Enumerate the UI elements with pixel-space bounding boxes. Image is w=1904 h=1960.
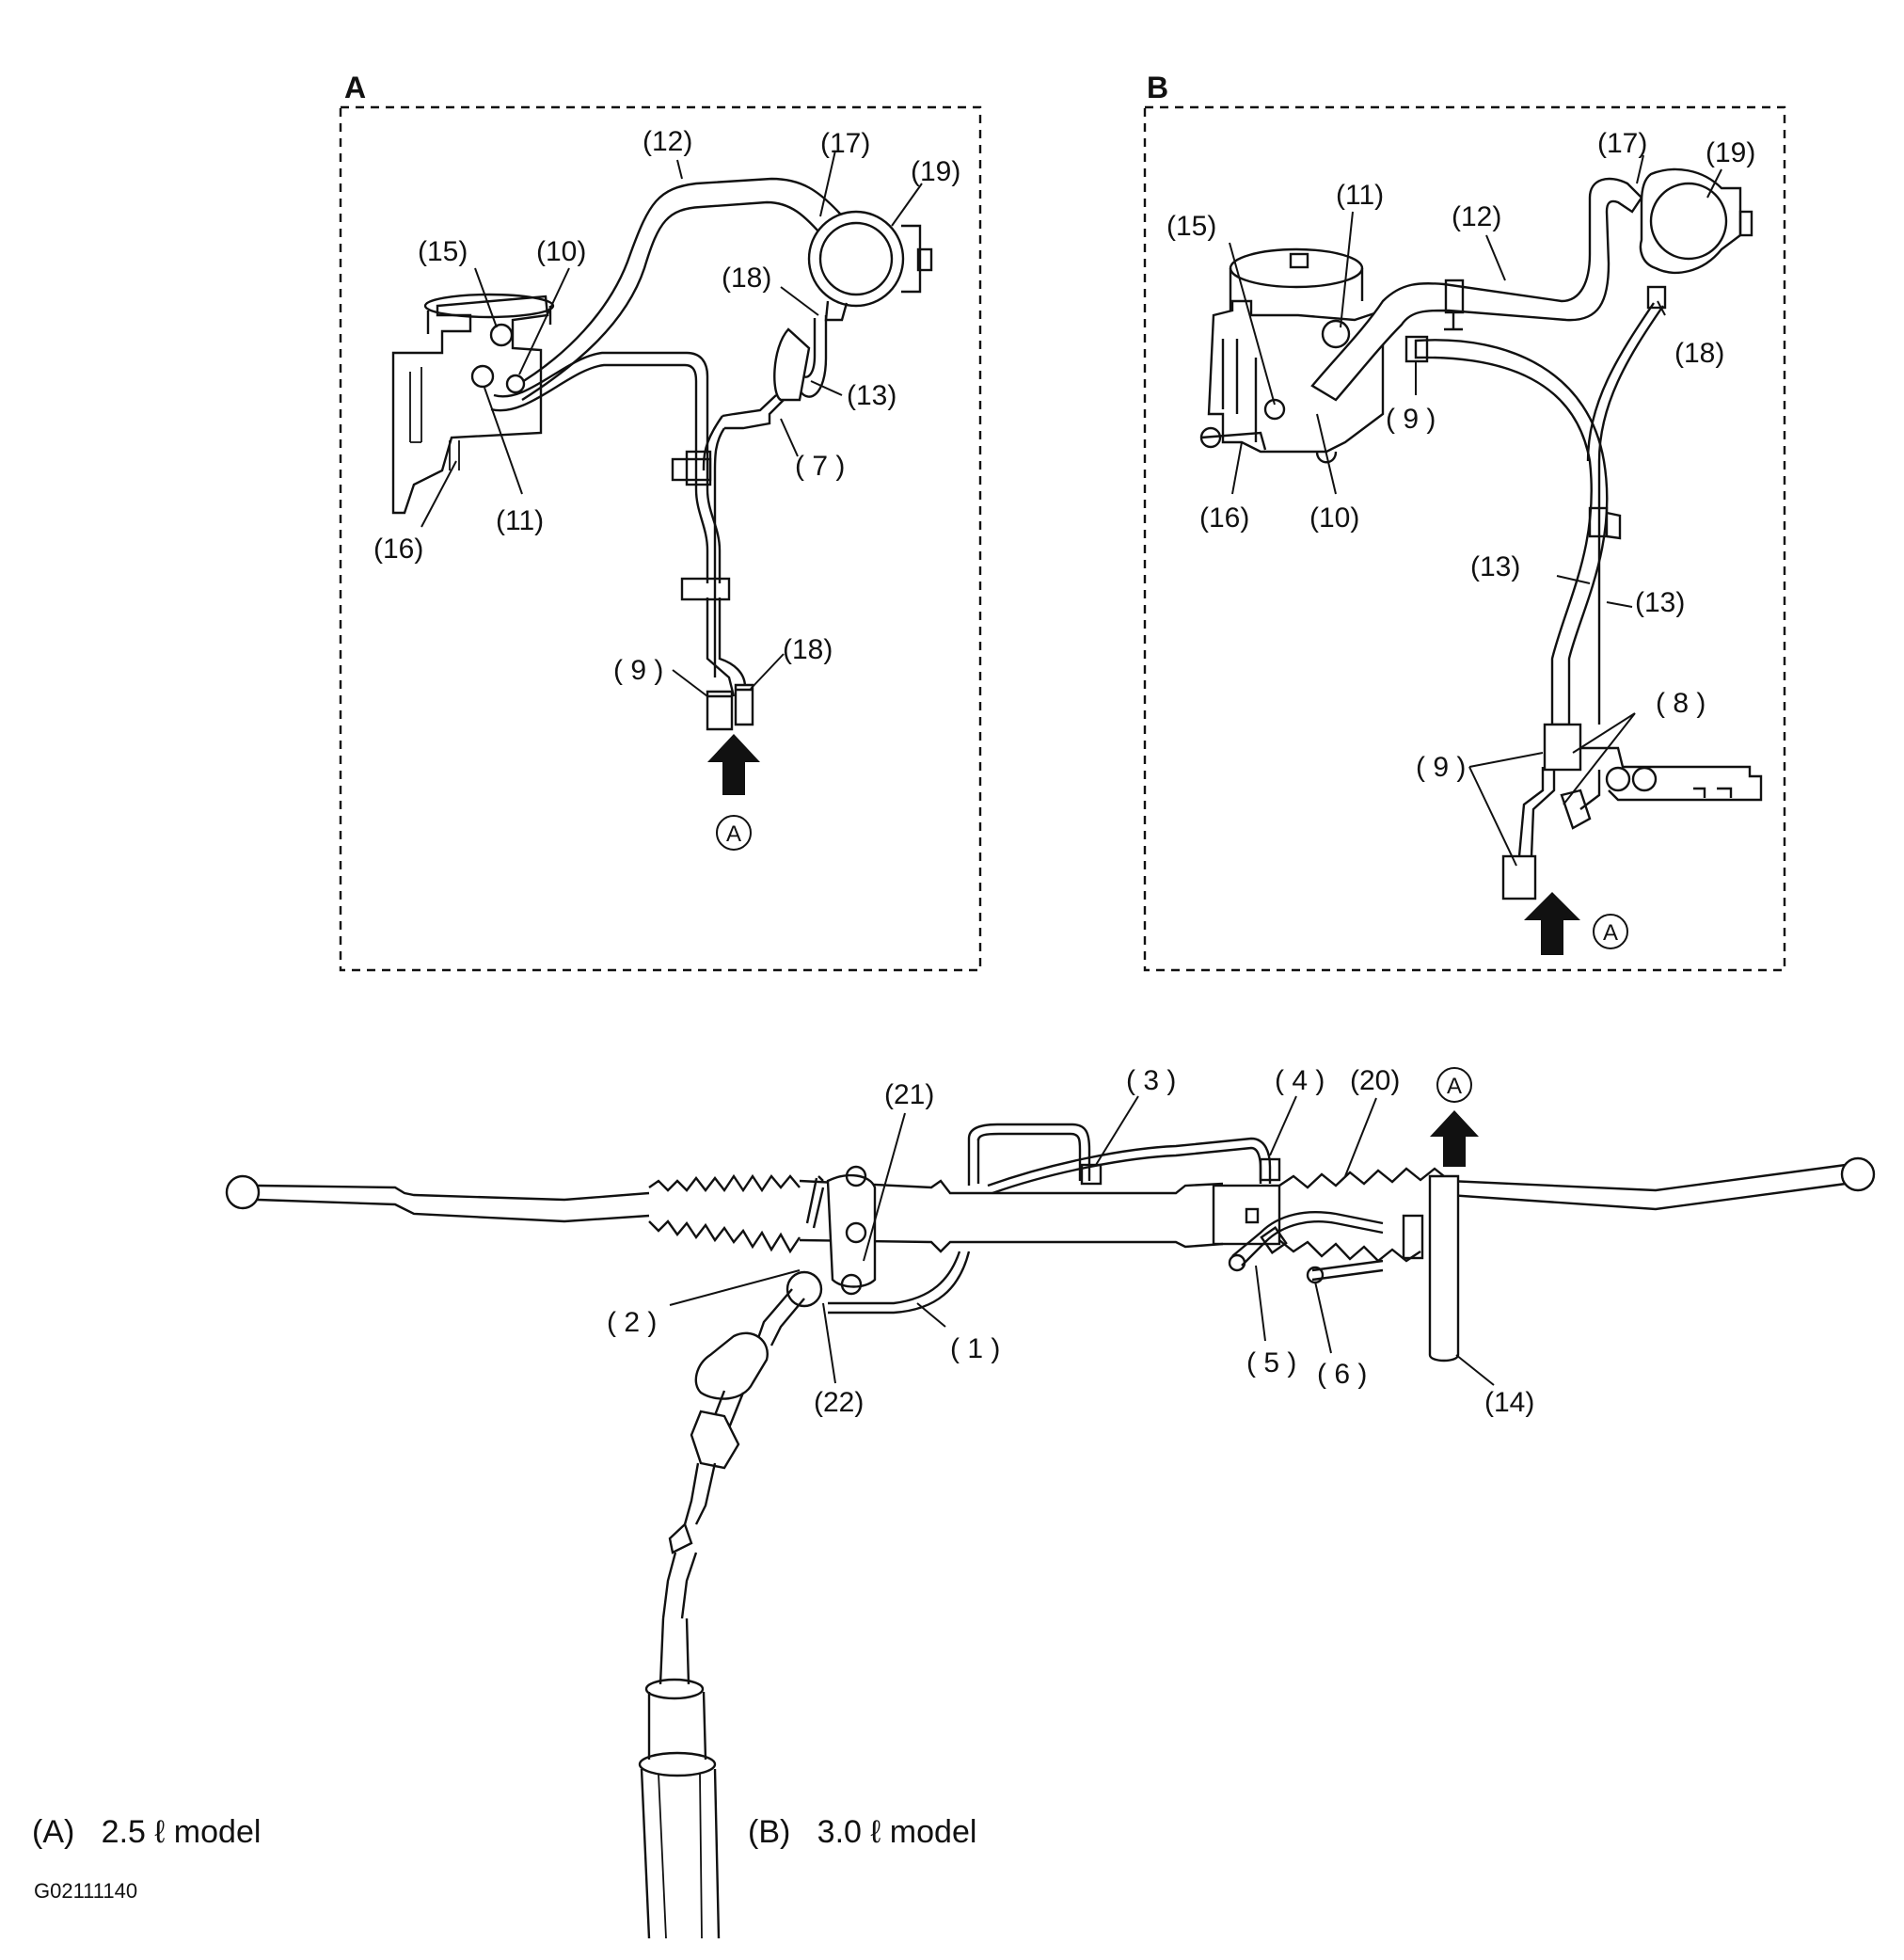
panel-b-letter: B [1147,71,1168,104]
panel-a-callout-18-bottom: (18) [783,634,833,665]
panel-b-marker-label: A [1603,920,1618,946]
caption-b: (B) 3.0 ℓ model [748,1814,977,1850]
panel-a: A [339,71,982,972]
tie-rod-end-right [1840,1156,1876,1192]
main-callout-4: ( 4 ) [1275,1065,1325,1096]
panel-b-callout-19: (19) [1706,137,1755,168]
panel-a-callout-11: (11) [496,505,544,536]
panel-a-callout-12: (12) [643,126,692,157]
main-callout-6: ( 6 ) [1317,1359,1367,1390]
panel-a-callout-16: (16) [373,534,423,565]
steering-gearbox-assembly: A ( 3 ) ( 4 ) (20) (21) ( 2 ) ( 1 ) (22)… [225,1065,1876,1939]
panel-b-marker-circle [1593,914,1628,949]
main-callout-21: (21) [884,1079,934,1110]
panel-b-callout-9-top: ( 9 ) [1386,404,1436,435]
panel-b-callout-15: (15) [1166,211,1216,242]
panel-a-marker-circle [716,815,752,851]
panel-b-callout-12: (12) [1452,201,1501,232]
panel-a-callout-15: (15) [418,236,468,267]
panel-b-callout-13-right: (13) [1635,587,1685,618]
panel-a-frame [339,105,982,972]
main-callout-22: (22) [814,1387,864,1418]
main-callout-5: ( 5 ) [1246,1347,1296,1378]
main-callout-3: ( 3 ) [1126,1065,1176,1096]
main-callout-14: (14) [1484,1387,1534,1418]
panel-a-callout-7: ( 7 ) [795,451,845,482]
panel-a-marker-label: A [726,821,741,847]
panel-b: B [1143,71,1786,972]
main-callout-2: ( 2 ) [607,1307,657,1338]
panel-a-callout-13: (13) [847,380,896,411]
panel-b-frame [1143,105,1786,972]
panel-b-fitting-9 [1501,854,1537,900]
panel-a-callout-19: (19) [911,156,960,187]
panel-b-callout-18: (18) [1674,338,1724,369]
panel-b-callout-11: (11) [1336,180,1384,211]
panel-b-reservoir [1639,167,1753,310]
panel-a-fitting-9 [706,690,734,731]
main-direction-arrow [1430,1110,1479,1167]
main-marker-label: A [1447,1074,1462,1099]
panel-b-fitting-8 [1560,789,1592,830]
panel-a-letter: A [344,71,366,104]
panel-a-callout-10: (10) [536,236,586,267]
main-marker-circle [1436,1067,1472,1103]
main-callout-1: ( 1 ) [950,1333,1000,1364]
panel-a-reservoir [807,210,933,322]
panel-a-callout-18-top: (18) [722,263,771,294]
panel-a-callout-9: ( 9 ) [613,655,663,686]
panel-b-callout-17: (17) [1597,128,1647,159]
gearbox-bracket [1428,1174,1460,1362]
panel-a-clamp-lower [680,577,731,601]
panel-b-callout-13-left: (13) [1470,551,1520,582]
panel-b-callout-9-bottom: ( 9 ) [1416,752,1466,783]
panel-a-callout-17: (17) [820,128,870,159]
tie-rod-end-left [225,1174,261,1210]
figure-code: G02111140 [34,1879,138,1903]
caption-a: (A) 2.5 ℓ model [32,1814,262,1850]
panel-a-fitting-18 [734,683,754,726]
main-callout-20: (20) [1350,1065,1400,1096]
panel-b-callout-10: (10) [1309,502,1359,534]
panel-b-callout-8: ( 8 ) [1656,688,1706,719]
panel-b-callout-16: (16) [1199,502,1249,534]
panel-b-direction-arrow [1524,892,1580,955]
panel-a-direction-arrow [707,734,760,795]
